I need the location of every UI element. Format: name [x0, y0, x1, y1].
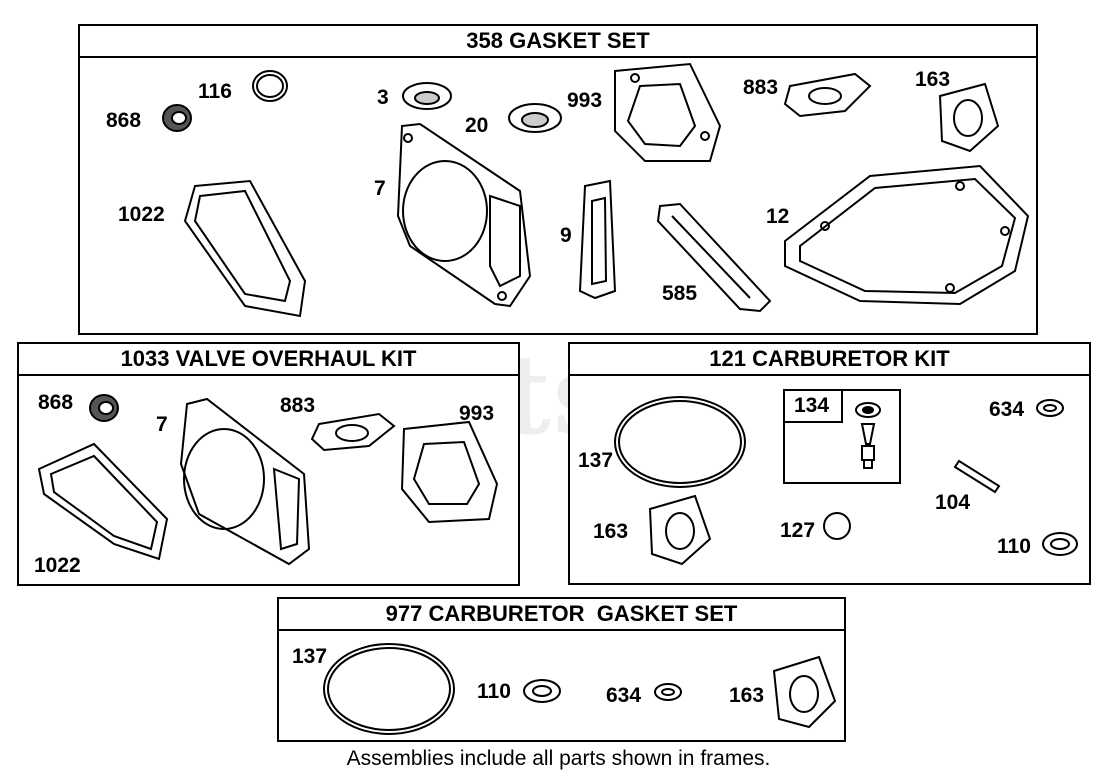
part-163-gasket: [774, 657, 835, 727]
frame-title: 1033 VALVE OVERHAUL KIT: [19, 344, 518, 376]
part-104-pin: [955, 461, 999, 492]
frame-gasket-set: 358 GASKET SET: [78, 24, 1038, 335]
label-868: 868: [38, 391, 74, 414]
part-110-washer: [524, 680, 560, 702]
label-137: 137: [292, 645, 328, 668]
label-585: 585: [662, 282, 698, 305]
label-134: 134: [794, 394, 830, 417]
frame-carburetor-kit: 121 CARBURETOR KIT 134: [568, 342, 1091, 585]
label-163: 163: [729, 684, 765, 707]
part-993-gasket: [615, 64, 720, 161]
part-134-seat: [856, 403, 880, 417]
part-1022-gasket: [185, 181, 305, 316]
label-7: 7: [374, 177, 386, 200]
label-163: 163: [915, 68, 951, 91]
frame-title: 977 CARBURETOR GASKET SET: [279, 599, 844, 631]
label-127: 127: [780, 519, 816, 542]
label-634: 634: [606, 684, 642, 707]
label-137: 137: [578, 449, 614, 472]
label-12: 12: [766, 205, 790, 228]
frame-carburetor-gasket-set: 977 CARBURETOR GASKET SET 137 110 634 16…: [277, 597, 846, 742]
part-883-gasket: [785, 74, 870, 116]
part-585-gasket: [658, 204, 770, 311]
part-137-oring: [324, 644, 454, 734]
carb-kit-artwork: [570, 344, 1089, 583]
label-116: 116: [198, 80, 232, 103]
label-883: 883: [280, 394, 316, 417]
label-20: 20: [465, 114, 489, 137]
label-993: 993: [459, 402, 495, 425]
label-634: 634: [989, 398, 1025, 421]
label-868: 868: [106, 109, 142, 132]
part-634-washer: [1037, 400, 1063, 416]
frame-valve-overhaul-kit: 1033 VALVE OVERHAUL KIT 868 7 883 993 10…: [17, 342, 520, 586]
part-883-gasket: [312, 414, 394, 450]
part-12-gasket: [785, 166, 1028, 304]
label-3: 3: [377, 86, 389, 109]
label-7: 7: [156, 413, 168, 436]
part-137-oring: [615, 397, 745, 487]
label-9: 9: [560, 224, 572, 247]
frame-title: 121 CARBURETOR KIT: [570, 344, 1089, 376]
part-3-seal: [403, 83, 451, 109]
footer-note: Assemblies include all parts shown in fr…: [346, 747, 771, 770]
part-134-needle: [862, 424, 874, 444]
part-1022-gasket: [39, 444, 167, 559]
label-110: 110: [997, 535, 1031, 558]
part-20-seal: [509, 104, 561, 132]
part-110-washer: [1043, 533, 1077, 555]
part-116-oring: [253, 71, 287, 101]
part-7-head-gasket: [181, 399, 309, 564]
frame-title: 358 GASKET SET: [80, 26, 1036, 58]
part-634-washer: [655, 684, 681, 700]
part-9-gasket: [580, 181, 615, 298]
part-127-plug: [824, 513, 850, 539]
label-1022: 1022: [118, 203, 165, 226]
part-7-head-gasket: [398, 124, 530, 306]
gasket-set-artwork: [80, 26, 1036, 333]
subframe-134-label-box: [783, 389, 843, 423]
valve-kit-artwork: [19, 344, 518, 584]
label-883: 883: [743, 76, 779, 99]
label-110: 110: [477, 680, 511, 703]
label-104: 104: [935, 491, 971, 514]
label-993: 993: [567, 89, 603, 112]
part-993-gasket: [402, 422, 497, 522]
part-163-gasket: [940, 84, 998, 151]
carb-gasket-set-artwork: [279, 599, 844, 740]
label-163: 163: [593, 520, 629, 543]
label-1022: 1022: [34, 554, 81, 577]
part-163-gasket: [650, 496, 710, 564]
